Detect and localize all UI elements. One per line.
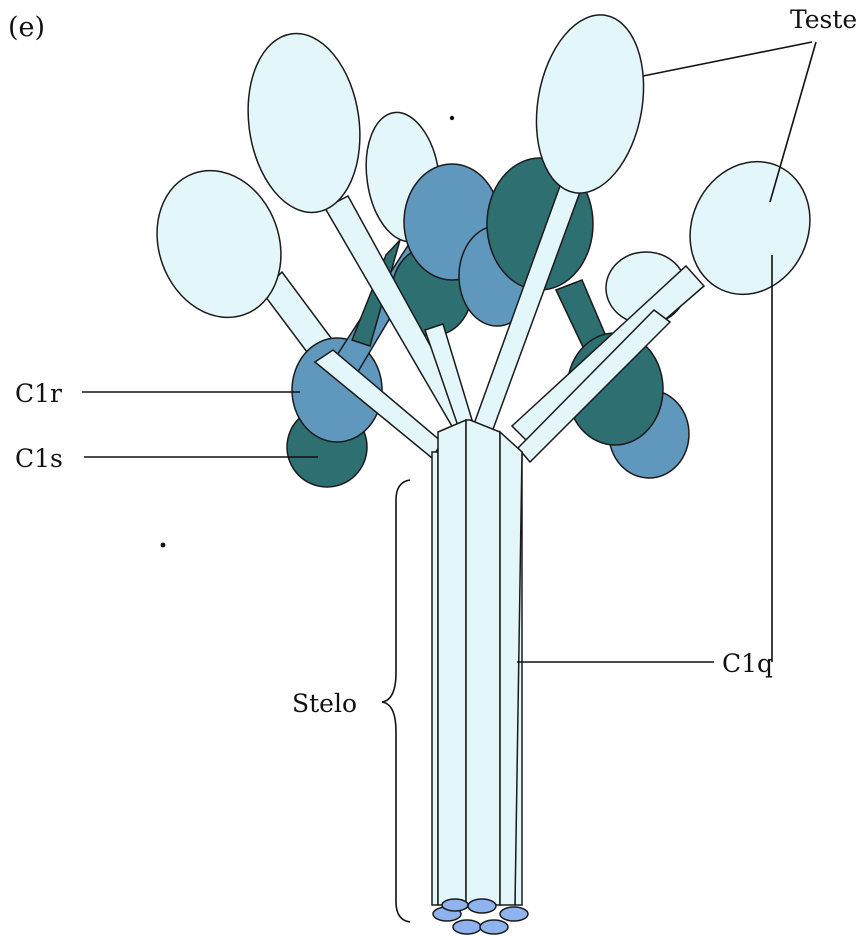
label-c1s: C1s xyxy=(15,444,63,473)
figure-tag: (e) xyxy=(8,12,45,43)
c1q-stalk xyxy=(432,420,522,905)
leader-teste-1 xyxy=(643,42,812,76)
label-c1r: C1r xyxy=(15,379,62,408)
label-teste: Teste xyxy=(790,5,857,34)
speck-dot xyxy=(450,116,454,120)
stalk-brace xyxy=(382,480,410,922)
label-stelo: Stelo xyxy=(292,689,357,718)
c1q-head-upper-left xyxy=(237,26,371,220)
label-c1q: C1q xyxy=(722,649,773,678)
speck-dot xyxy=(161,543,166,548)
